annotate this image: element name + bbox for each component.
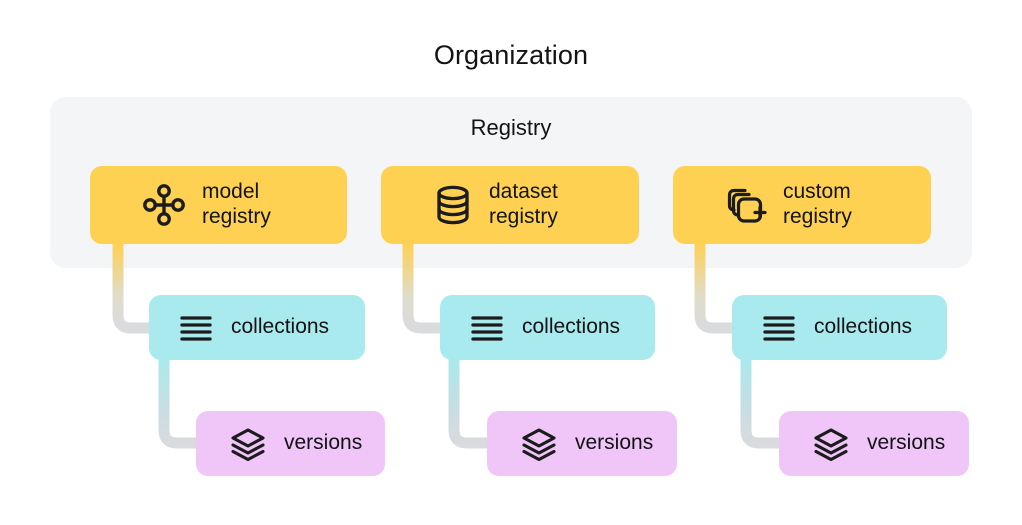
- card-versions-3[interactable]: versions: [779, 411, 969, 476]
- card-label: dataset registry: [489, 180, 558, 228]
- card-collections-2[interactable]: collections: [440, 295, 655, 360]
- card-label: model registry: [202, 180, 271, 228]
- card-label: versions: [575, 431, 654, 455]
- card-label: collections: [231, 315, 330, 339]
- list-lines-icon: [470, 311, 504, 345]
- registry-panel-title: Registry: [470, 115, 552, 140]
- list-lines-icon: [179, 311, 213, 345]
- list-lines-icon: [762, 311, 796, 345]
- card-label: versions: [867, 431, 946, 455]
- card-collections-3[interactable]: collections: [732, 295, 947, 360]
- card-label: collections: [814, 315, 913, 339]
- card-label: versions: [284, 431, 363, 455]
- node-graph-icon: [142, 183, 186, 227]
- layers-stack-icon: [230, 426, 266, 462]
- card-custom-registry[interactable]: custom registry: [673, 166, 931, 244]
- card-model-registry[interactable]: model registry: [90, 166, 347, 244]
- card-collections-1[interactable]: collections: [149, 295, 365, 360]
- card-versions-1[interactable]: versions: [196, 411, 385, 476]
- card-label: custom registry: [783, 180, 852, 228]
- copy-plus-icon: [725, 184, 767, 226]
- database-cylinder-icon: [433, 183, 473, 227]
- page-title: Organization: [433, 40, 589, 70]
- card-dataset-registry[interactable]: dataset registry: [381, 166, 639, 244]
- card-label: collections: [522, 315, 621, 339]
- layers-stack-icon: [813, 426, 849, 462]
- layers-stack-icon: [521, 426, 557, 462]
- card-versions-2[interactable]: versions: [487, 411, 677, 476]
